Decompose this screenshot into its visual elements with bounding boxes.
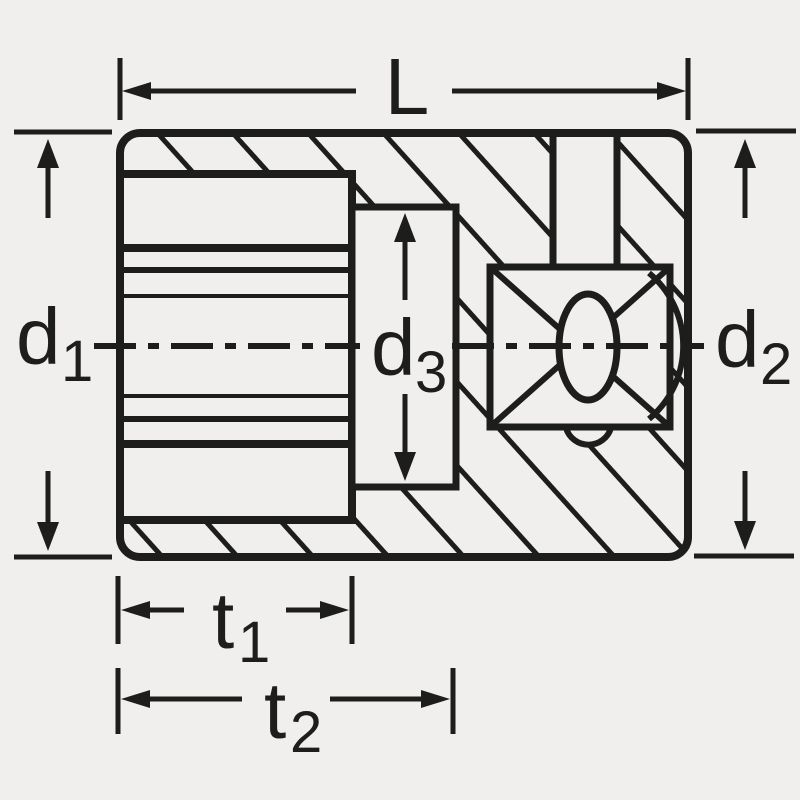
arrowhead-down <box>37 522 59 551</box>
label-d1-sub: 1 <box>61 329 93 394</box>
body-outline <box>116 129 692 561</box>
dimension-t1: t 1 <box>115 576 355 675</box>
arrowhead-up <box>734 139 756 168</box>
arrowhead-right <box>657 82 686 100</box>
dimension-d3: d 3 <box>371 213 447 481</box>
arrowhead-right <box>320 601 349 619</box>
label-d3-main: d <box>371 303 416 392</box>
arrowhead-left <box>121 601 150 619</box>
label-d3-sub: 3 <box>415 340 447 405</box>
label-t2-main: t <box>264 666 286 755</box>
arrowhead-down <box>394 452 416 481</box>
socket-body <box>116 129 692 561</box>
arrowhead-up <box>394 213 416 242</box>
label-d1-main: d <box>16 292 61 381</box>
ball-detent <box>563 426 614 448</box>
dimension-d2: d 2 <box>694 128 796 559</box>
arrowhead-right <box>421 690 450 708</box>
label-d2-main: d <box>715 295 760 384</box>
arrowhead-left <box>122 82 151 100</box>
label-d2-sub: 2 <box>760 332 792 397</box>
dimension-length: L <box>117 42 691 131</box>
dimension-t2: t 2 <box>115 666 456 765</box>
label-t1-sub: 1 <box>238 610 270 675</box>
label-length: L <box>385 42 430 131</box>
arrowhead-left <box>121 690 150 708</box>
arrowhead-down <box>734 521 756 550</box>
drive-slot <box>556 137 614 270</box>
label-t2-sub: 2 <box>290 700 322 765</box>
dimension-d1: d 1 <box>14 129 112 560</box>
label-t1-main: t <box>212 576 234 665</box>
arrowhead-up <box>37 139 59 168</box>
